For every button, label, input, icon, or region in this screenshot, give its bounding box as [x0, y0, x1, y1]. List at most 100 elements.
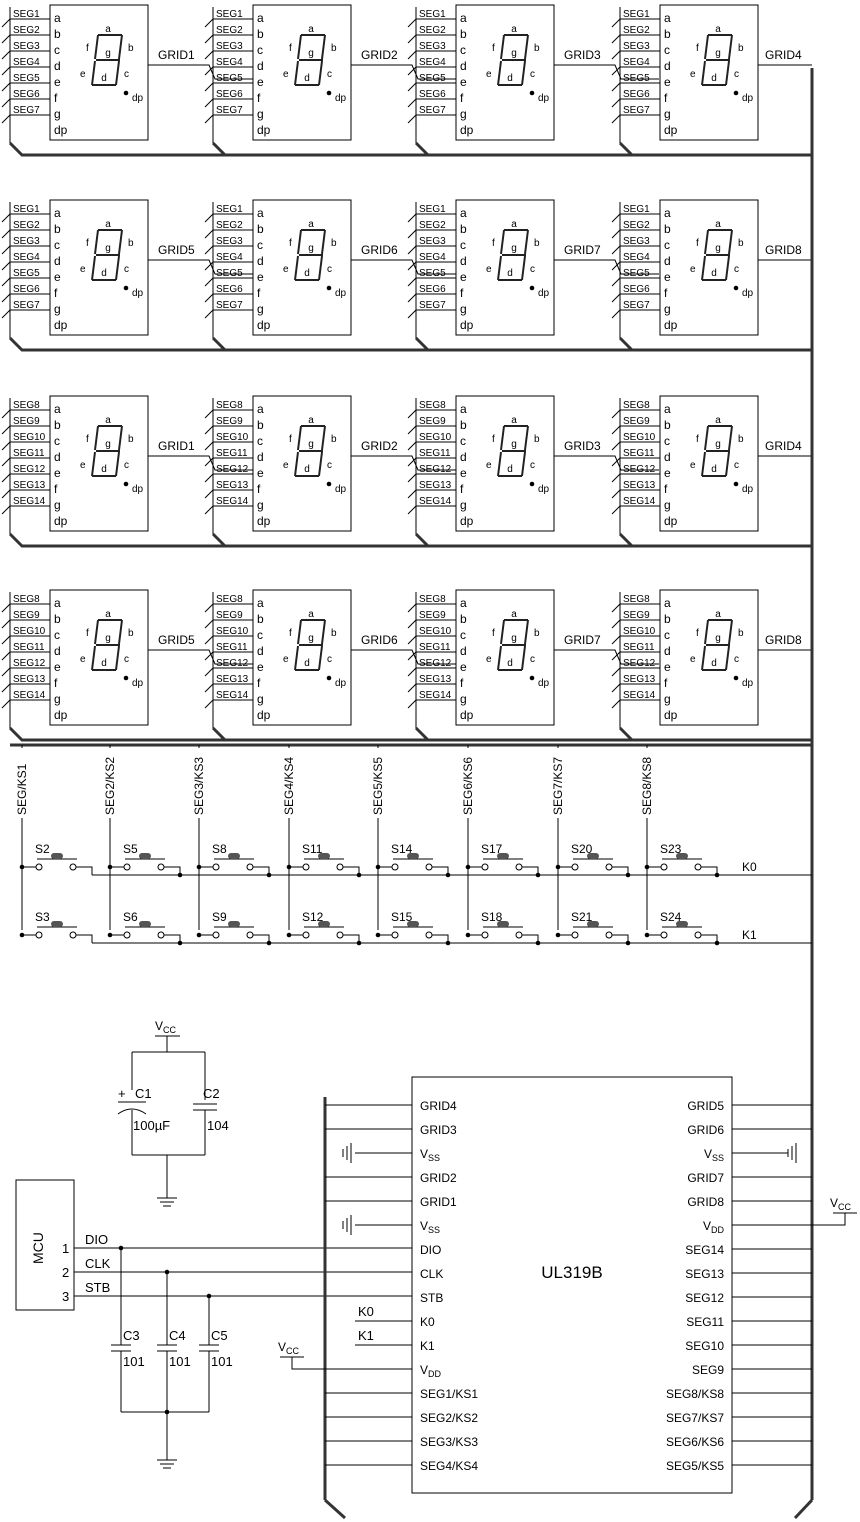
chip-pin-right: GRID8 [687, 1195, 724, 1209]
switch-cap [497, 921, 509, 927]
switch-lead [701, 934, 718, 943]
switch-contact [336, 931, 344, 939]
bus-entry [407, 473, 417, 483]
switch-cap [51, 853, 63, 859]
chip-pin-left: GRID1 [420, 1195, 457, 1209]
row-ext-label: K0 [358, 1304, 374, 1319]
segment-letter: f [696, 434, 699, 445]
mcu-pin-number: 2 [62, 1265, 69, 1280]
segment-label: SEG7 [13, 300, 40, 311]
pin-letter: e [54, 270, 61, 284]
column-label: SEG6/KS6 [461, 757, 475, 815]
bus-entry [407, 505, 417, 515]
segment-letter: f [696, 628, 699, 639]
row-bus [8, 141, 812, 157]
chip-pin-left: SEG3/KS3 [420, 1435, 478, 1449]
junction [445, 940, 451, 946]
segment-letter: d [101, 658, 107, 669]
pin-letter: dp [460, 318, 474, 332]
segment-label: SEG7 [623, 300, 650, 311]
bus-entry [407, 425, 417, 435]
junction [445, 872, 451, 878]
pin-letter: c [257, 238, 263, 252]
bus-entry [611, 213, 621, 223]
bus-branch [211, 532, 227, 548]
segment-label: SEG10 [13, 626, 46, 637]
key-switch: S21 [571, 910, 613, 939]
grid-label: GRID1 [158, 48, 195, 62]
segment-letter: b [128, 434, 134, 445]
junction [714, 940, 720, 946]
segment-letter: g [715, 633, 721, 644]
segment-letter: f [289, 238, 292, 249]
segment-f [704, 619, 709, 645]
bus-entry [407, 213, 417, 223]
bus-branch [618, 336, 634, 352]
pin-letter: b [257, 222, 264, 236]
mcu-body [15, 1179, 75, 1311]
pin-letter: c [460, 43, 466, 57]
bus-entry [407, 667, 417, 677]
junction [535, 940, 541, 946]
segment-letter: d [101, 73, 107, 84]
segment-e [294, 255, 299, 281]
switch-cap [407, 853, 419, 859]
switch-contact [302, 931, 310, 939]
column-label: SEG3/KS3 [192, 757, 206, 815]
segment-label: SEG12 [419, 658, 452, 669]
segment-label: SEG9 [623, 416, 650, 427]
segment-letter: c [734, 69, 739, 80]
segment-letter: c [530, 654, 535, 665]
segment-letter: f [86, 628, 89, 639]
switch-contact [571, 863, 579, 871]
segment-letter: d [304, 73, 310, 84]
chip-pin-right: SEG7/KS7 [666, 1411, 724, 1425]
bus-entry [204, 229, 214, 239]
junction [177, 872, 183, 878]
chip-pin-right: GRID7 [687, 1171, 724, 1185]
segment-letter: d [507, 658, 513, 669]
pin-letter: d [664, 450, 671, 464]
switch-cap [318, 921, 330, 927]
segment-letter: g [511, 633, 517, 644]
bus-entry [1, 505, 11, 515]
pin-letter: e [664, 270, 671, 284]
switch-label: S8 [212, 842, 227, 856]
decimal-point [326, 90, 332, 96]
decimal-point [733, 481, 739, 487]
segment-letter: c [327, 654, 332, 665]
display-module: SEG1SEG2SEG3SEG4SEG5SEG6SEG7abcdefgdpabc… [407, 4, 659, 143]
key-switch: S12 [302, 910, 344, 939]
segment-c [115, 451, 120, 477]
bus-entry [1, 293, 11, 303]
segment-label: SEG11 [216, 642, 248, 653]
pin-letter: d [460, 644, 467, 658]
pin-letter: g [460, 107, 467, 121]
segment-letter: f [289, 628, 292, 639]
bus-entry [204, 50, 214, 60]
segment-letter: dp [335, 484, 347, 495]
segment-label: SEG3 [419, 41, 446, 52]
segment-label: SEG13 [13, 480, 46, 491]
decimal-point [123, 90, 129, 96]
pin-letter: d [460, 254, 467, 268]
pin-letter: dp [257, 123, 271, 137]
chip-pin-right: VSS [704, 1147, 724, 1163]
segment-letter: b [738, 238, 744, 249]
segment-letter: dp [132, 288, 144, 299]
grid-wire [554, 64, 659, 80]
segment-letter: a [308, 609, 314, 620]
pin-letter: f [54, 91, 58, 105]
segment-e [701, 60, 706, 86]
junction [356, 940, 362, 946]
bus-entry [611, 409, 621, 419]
cap-value: 101 [169, 1354, 191, 1369]
switch-cap [676, 853, 688, 859]
pin-letter: b [460, 222, 467, 236]
bus-entry [204, 213, 214, 223]
segment-label: SEG4 [216, 252, 243, 263]
display-module: SEG8SEG9SEG10SEG11SEG12SEG13SEG14abcdefg… [1, 589, 253, 728]
segment-letter: d [507, 464, 513, 475]
bus-entry [1, 261, 11, 271]
bus-entry [1, 50, 11, 60]
